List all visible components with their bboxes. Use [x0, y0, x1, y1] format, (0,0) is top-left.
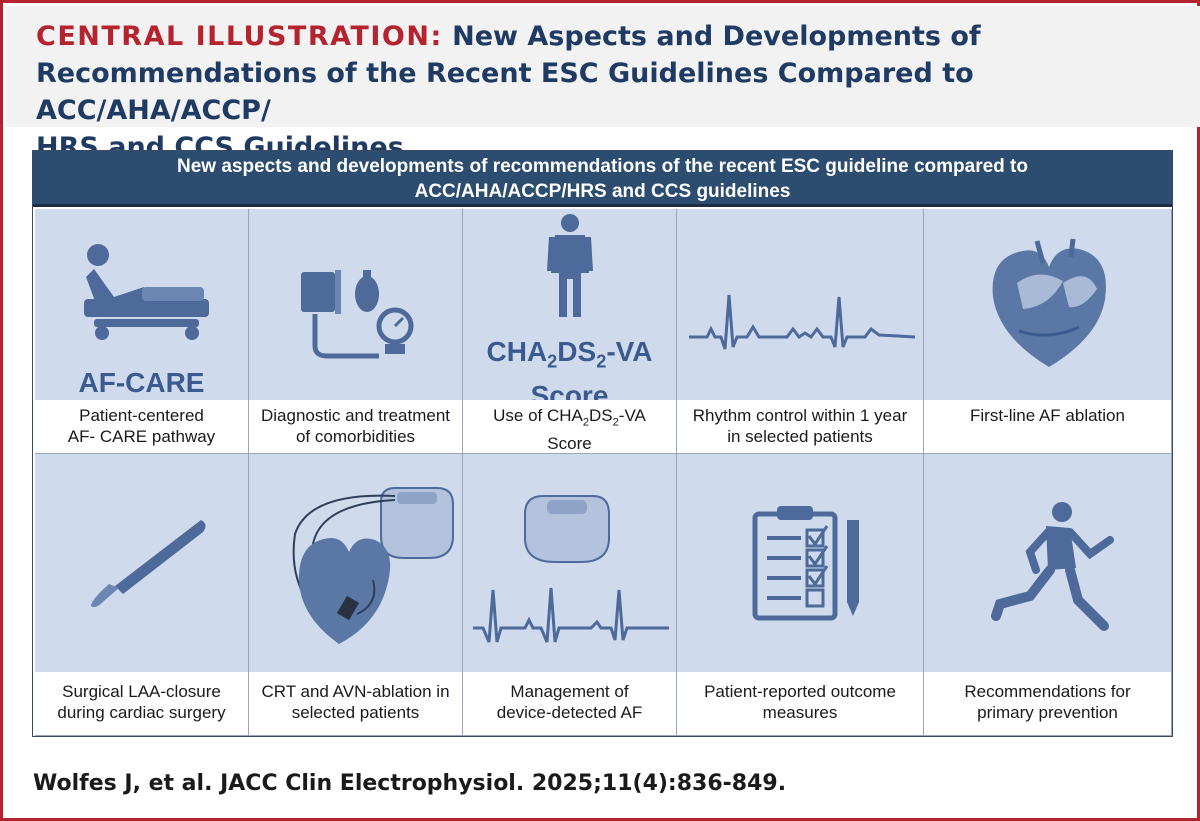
hospital-bed-icon [84, 244, 209, 340]
cha2ds2va-score-label: CHA2DS2-VA Score [463, 335, 676, 413]
card-image: CHA2DS2-VA Score [463, 209, 676, 411]
score-line-1: CHA2DS2-VA [486, 336, 653, 372]
caption-line-1: Surgical LAA-closure [62, 682, 221, 701]
caption-line-2: AF- CARE pathway [67, 427, 216, 446]
header-line-2: Recommendations of the Recent ESC Guidel… [36, 58, 974, 126]
card-image [924, 209, 1171, 401]
card-caption: First-line AF ablation [924, 400, 1171, 453]
panel-banner: New aspects and developments of recommen… [33, 151, 1172, 207]
caption-line-2: during cardiac surgery [57, 703, 226, 722]
card-image [249, 209, 462, 401]
caption-line-2: of comorbidities [295, 427, 416, 446]
card-caption: CRT and AVN-ablation in selected patient… [249, 672, 462, 735]
card-device-detected-af: Management of device-detected AF [463, 454, 677, 736]
caption-line-1: Patient-centered [79, 406, 204, 425]
card-image [249, 454, 462, 673]
card-af-care: AF-CARE Patient-centered AF- CARE pathwa… [35, 209, 249, 454]
card-primary-prevention: Recommendations for primary prevention [924, 454, 1172, 736]
card-image [463, 454, 676, 673]
ecg-rhythm-icon [689, 294, 916, 350]
banner-line-2: ACC/AHA/ACCP/HRS and CCS guidelines [414, 181, 791, 202]
crt-device-heart-icon [292, 487, 454, 644]
card-image [677, 454, 923, 673]
card-first-line-ablation: First-line AF ablation [924, 209, 1172, 454]
heart-ablation-icon [992, 238, 1106, 367]
card-caption: Diagnostic and treatment of comorbiditie… [249, 400, 462, 453]
caption-line-1: First-line AF ablation [970, 406, 1125, 425]
caption-line-1: Patient-reported outcome [704, 682, 896, 701]
card-caption: Patient-reported outcome measures [677, 672, 923, 735]
card-caption: Recommendations for primary prevention [924, 672, 1171, 735]
card-rhythm-control: Rhythm control within 1 year in selected… [677, 209, 924, 454]
card-caption: Surgical LAA-closure during cardiac surg… [35, 672, 248, 735]
card-surgical-laa-closure: Surgical LAA-closure during cardiac surg… [35, 454, 249, 736]
caption-line-2: selected patients [291, 703, 420, 722]
caption-line-1: Diagnostic and treatment [261, 406, 450, 425]
card-image [677, 209, 923, 401]
card-crt-avn-ablation: CRT and AVN-ablation in selected patient… [249, 454, 463, 736]
caption-line-2: primary prevention [977, 703, 1118, 722]
card-caption: Rhythm control within 1 year in selected… [677, 400, 923, 453]
card-patient-reported-outcomes: Patient-reported outcome measures [677, 454, 924, 736]
caption-line-2: measures [762, 703, 838, 722]
caption-line-2: in selected patients [727, 427, 873, 446]
caption-line-1: Use of CHA2DS2-VA [493, 406, 646, 429]
ecg-device-trace-icon [473, 587, 669, 643]
card-image: AF-CARE [35, 209, 248, 401]
caption-line-2: Score [547, 434, 592, 454]
card-caption: Management of device-detected AF [463, 672, 676, 735]
caption-line-1: CRT and AVN-ablation in [261, 682, 450, 701]
illustration-panel: New aspects and developments of recommen… [32, 150, 1173, 737]
caption-line-1: Rhythm control within 1 year [692, 406, 908, 425]
card-cha2ds2va: CHA2DS2-VA Score Use of CHA2DS2-VA Score [463, 209, 677, 454]
header-kicker: CENTRAL ILLUSTRATION: [36, 21, 443, 52]
caption-line-1: Recommendations for [964, 682, 1131, 701]
running-person-icon [991, 502, 1114, 631]
card-caption: Patient-centered AF- CARE pathway [35, 400, 248, 453]
cards-grid: AF-CARE Patient-centered AF- CARE pathwa… [35, 209, 1172, 736]
caption-line-2: device-detected AF [496, 703, 643, 722]
pacemaker-icon [524, 495, 610, 563]
header-title-part-1: New Aspects and Developments of [442, 21, 981, 52]
figure-header: CENTRAL ILLUSTRATION: New Aspects and De… [6, 6, 1200, 163]
card-comorbidities: Diagnostic and treatment of comorbiditie… [249, 209, 463, 454]
card-image [35, 454, 248, 673]
citation: Wolfes J, et al. JACC Clin Electrophysio… [33, 771, 787, 796]
banner-line-1: New aspects and developments of recommen… [177, 156, 1028, 177]
blood-pressure-cuff-icon [301, 270, 414, 359]
header-line-1: CENTRAL ILLUSTRATION: New Aspects and De… [36, 18, 1200, 55]
af-care-label: AF-CARE [78, 367, 205, 398]
person-icon [547, 214, 593, 317]
scalpel-icon [91, 520, 206, 608]
card-caption: Use of CHA2DS2-VA Score [463, 400, 676, 453]
clipboard-checklist-icon [752, 506, 859, 621]
card-image [924, 454, 1171, 673]
caption-line-1: Management of [510, 682, 629, 701]
